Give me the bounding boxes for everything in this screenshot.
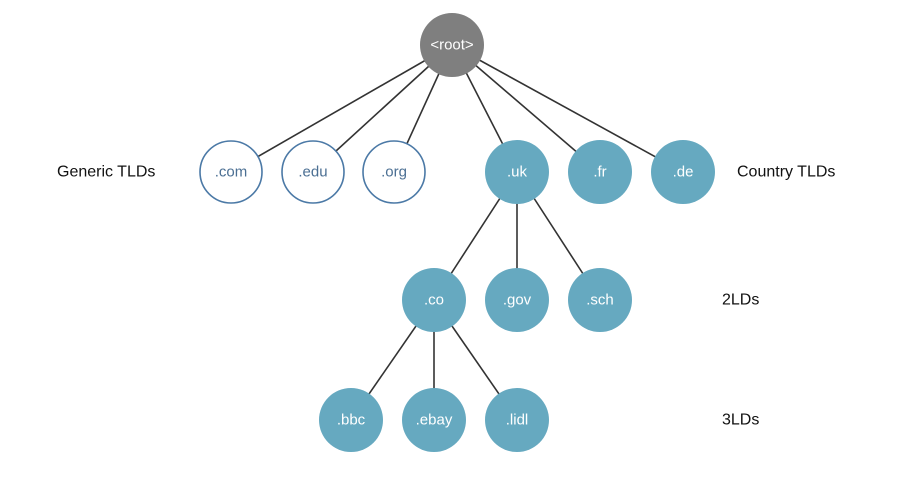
node-fr-circle bbox=[568, 140, 632, 204]
node-fr-label: .fr bbox=[593, 164, 606, 181]
node-lidl-label: .lidl bbox=[506, 412, 529, 429]
third-level-domains-label: 3LDs bbox=[722, 412, 759, 429]
node-lidl-circle bbox=[485, 388, 549, 452]
generic-tlds-label: Generic TLDs bbox=[57, 164, 155, 181]
edge-root-de bbox=[451, 44, 684, 173]
node-bbc-circle bbox=[319, 388, 383, 452]
second-level-domains-label: 2LDs bbox=[722, 292, 759, 309]
node-bbc-label: .bbc bbox=[337, 412, 366, 429]
node-edu-circle bbox=[281, 140, 345, 204]
node-sch-label: .sch bbox=[586, 292, 614, 309]
node-bbc: .bbc bbox=[319, 388, 383, 452]
node-org: .org bbox=[362, 140, 426, 204]
node-uk: .uk bbox=[485, 140, 549, 204]
node-ebay: .ebay bbox=[402, 388, 466, 452]
node-gov: .gov bbox=[485, 268, 549, 332]
node-co-label: .co bbox=[424, 292, 444, 309]
node-co: .co bbox=[402, 268, 466, 332]
node-gov-label: .gov bbox=[503, 292, 532, 309]
node-gov-circle bbox=[485, 268, 549, 332]
node-com-circle bbox=[199, 140, 263, 204]
country-tlds-label: Country TLDs bbox=[737, 164, 835, 181]
node-ebay-label: .ebay bbox=[416, 412, 453, 429]
node-org-label: .org bbox=[381, 164, 407, 181]
node-fr: .fr bbox=[568, 140, 632, 204]
edge-root-com bbox=[230, 44, 453, 173]
node-sch: .sch bbox=[568, 268, 632, 332]
node-root-circle bbox=[420, 13, 484, 77]
node-com-label: .com bbox=[215, 164, 248, 181]
node-de: .de bbox=[651, 140, 715, 204]
node-de-circle bbox=[651, 140, 715, 204]
node-root: <root> bbox=[420, 13, 484, 77]
node-co-circle bbox=[402, 268, 466, 332]
node-de-label: .de bbox=[673, 164, 694, 181]
edge-root-fr bbox=[451, 44, 601, 173]
node-org-circle bbox=[362, 140, 426, 204]
node-uk-circle bbox=[485, 140, 549, 204]
edges-layer bbox=[230, 44, 684, 421]
node-root-label: <root> bbox=[430, 37, 474, 54]
node-edu: .edu bbox=[281, 140, 345, 204]
nodes-layer: <root> .com .edu .org .uk .fr .de .co .gov .sch .b… bbox=[199, 13, 715, 452]
node-com: .com bbox=[199, 140, 263, 204]
node-ebay-circle bbox=[402, 388, 466, 452]
node-sch-circle bbox=[568, 268, 632, 332]
node-lidl: .lidl bbox=[485, 388, 549, 452]
node-edu-label: .edu bbox=[298, 164, 327, 181]
node-uk-label: .uk bbox=[507, 164, 528, 181]
